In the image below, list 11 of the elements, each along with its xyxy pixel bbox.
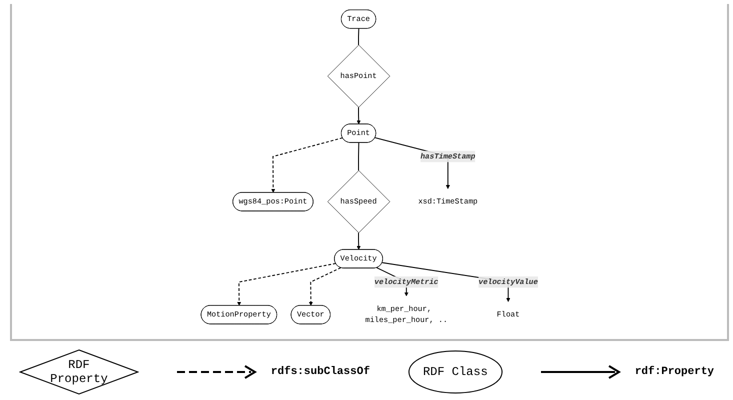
arrow (271, 137, 344, 193)
arrow (356, 106, 361, 124)
connector (358, 28, 360, 46)
arrow (237, 262, 336, 306)
arrow (356, 232, 361, 250)
connector (358, 142, 360, 172)
property-diamond: RDF Property (18, 349, 139, 395)
legend-text: rdf:Property (634, 366, 714, 378)
class-ellipse: RDF Class (408, 349, 503, 395)
arrow (308, 267, 342, 306)
legend-text: rdfs:subClassOf (270, 366, 370, 378)
